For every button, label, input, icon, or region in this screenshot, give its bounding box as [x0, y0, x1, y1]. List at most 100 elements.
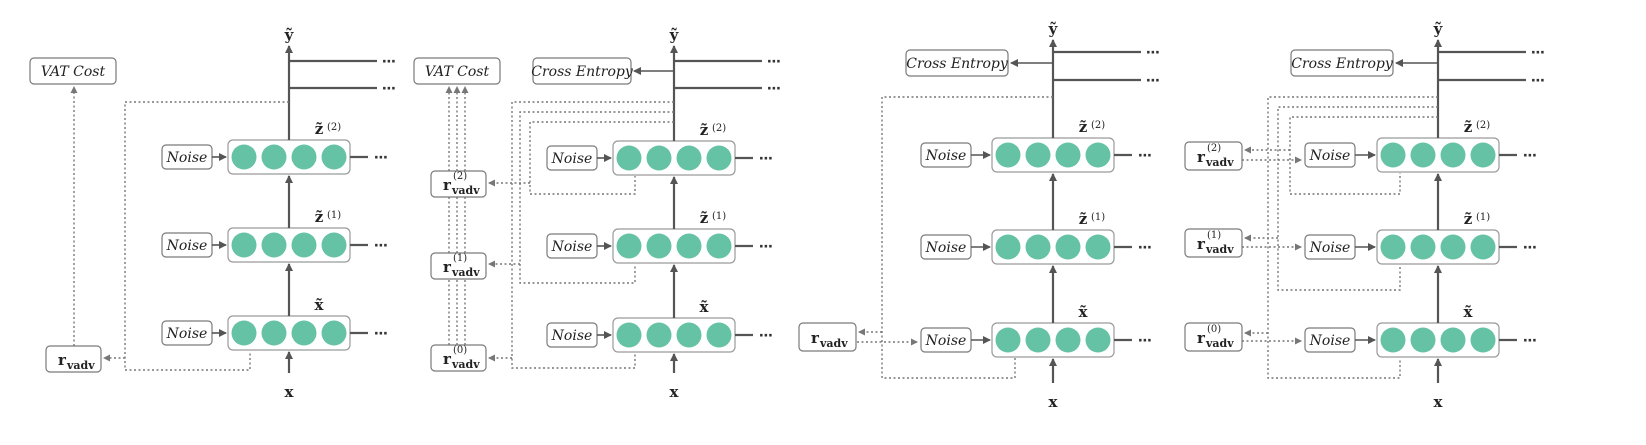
panel-2-r-vadv-0-subscript: vadv — [451, 358, 480, 371]
panel-3-input-label: x — [1049, 393, 1059, 411]
panel-2-r-vadv-2-subscript: vadv — [451, 184, 480, 197]
panel-1-noise-3-label: Noise — [166, 150, 208, 166]
panel-2-layer-1-node-2 — [646, 322, 672, 348]
panel-2-lateral-ellipsis-3: ⋯ — [759, 151, 773, 167]
panel-2-layer-3-node-1 — [616, 145, 642, 171]
panel-1-layer-2-node-1 — [231, 232, 257, 258]
panel-4-layer-3-node-4 — [1470, 142, 1496, 168]
panel-4-r-vadv-0-symbol: r — [1197, 329, 1206, 347]
panel-4-layer-1-node-2 — [1410, 327, 1436, 353]
panel-2-r-vadv-1-subscript: vadv — [451, 266, 480, 279]
panel-4-layer-2 — [1376, 229, 1500, 265]
panel-1-vat-cost: VAT Cost — [29, 57, 117, 85]
panel-1-layer-1-node-3 — [291, 320, 317, 346]
panel-1-output-label: ỹ — [284, 26, 295, 44]
panel-1-layer-3-node-1 — [231, 144, 257, 170]
panel-2-noise-2-label: Noise — [551, 239, 593, 255]
panel-4: xx̃⋯Noisez̃(1)⋯Noisez̃(2)⋯Noiseỹ⋯⋯Cross … — [1184, 20, 1545, 411]
panel-1-noise-2: Noise — [161, 232, 213, 258]
panel-4-layer-1-node-1 — [1380, 327, 1406, 353]
panel-1-vat-cost-label: VAT Cost — [41, 64, 106, 80]
panel-3-noise-2: Noise — [920, 234, 972, 260]
panel-1-layer-2-node-3 — [291, 232, 317, 258]
panel-3-layer-3-node-4 — [1085, 142, 1111, 168]
panel-2-layer-sup-2: (1) — [712, 211, 726, 222]
panel-2-vat-cost-box — [413, 57, 501, 85]
panel-4-layer-1-node-4 — [1470, 327, 1496, 353]
panel-3-layer-3-node-1 — [995, 142, 1021, 168]
panel-1-lateral-ellipsis-2: ⋯ — [374, 238, 388, 254]
panel-1-layer-1-node-1 — [231, 320, 257, 346]
panel-3-lateral-ellipsis-1: ⋯ — [1138, 333, 1152, 349]
panel-2-cross-entropy: Cross Entropy — [531, 57, 634, 85]
panel-4-r-vadv-2-box — [1184, 141, 1243, 171]
panel-1-layer-label-2: z̃ — [315, 208, 324, 226]
panel-4-layer-2-node-2 — [1410, 234, 1436, 260]
panel-1-layer-1-node-2 — [261, 320, 287, 346]
panel-4-r-vadv-0-subscript: vadv — [1205, 337, 1234, 350]
panel-3-noise-3-label: Noise — [925, 148, 967, 164]
panel-1-lateral-ellipsis-1: ⋯ — [374, 326, 388, 342]
panel-4-cross-entropy-box — [1290, 49, 1394, 77]
panel-2-layer-label-2: z̃ — [700, 209, 709, 227]
panel-4-layer-label-3: z̃ — [1464, 118, 1473, 136]
panel-1-noise-1-label: Noise — [166, 326, 208, 342]
panel-3-layer-1 — [991, 322, 1115, 358]
panel-3-lateral-ellipsis-3: ⋯ — [1138, 148, 1152, 164]
panel-2-r-vadv-1-box — [430, 252, 487, 280]
panel-1-layer-label-1: x̃ — [315, 296, 325, 314]
panel-1-layer-3-node-3 — [291, 144, 317, 170]
panel-1-layer-2-node-4 — [321, 232, 347, 258]
panel-4-cross-entropy: Cross Entropy — [1290, 49, 1394, 77]
panel-2-r-vadv-1-symbol: r — [443, 258, 452, 276]
panel-2-layer-2-node-1 — [616, 233, 642, 259]
panel-4-layer-2-node-1 — [1380, 234, 1406, 260]
panel-1-noise-1: Noise — [161, 320, 213, 346]
panel-3-lateral-ellipsis-2: ⋯ — [1138, 240, 1152, 256]
panel-1-layer-1 — [227, 315, 351, 351]
panel-4-layer-3-node-3 — [1440, 142, 1466, 168]
panel-4-r-vadv-1-symbol: r — [1197, 235, 1206, 253]
panel-2-noise-2: Noise — [546, 233, 598, 259]
panel-4-layer-2-node-3 — [1440, 234, 1466, 260]
panel-4-r-vadv-0-box — [1184, 322, 1243, 352]
panel-1-layer-sup-2: (1) — [327, 210, 341, 221]
panel-3-noise-1-label: Noise — [925, 333, 967, 349]
panel-4-noise-1-label: Noise — [1309, 333, 1351, 349]
panel-3-layer-2-node-3 — [1055, 234, 1081, 260]
panel-1-layer-2-node-2 — [261, 232, 287, 258]
panel-4-r-vadv-1-subscript: vadv — [1205, 243, 1234, 256]
panel-3-layer-sup-2: (1) — [1091, 212, 1105, 223]
panel-2-r-vadv-1-superscript: (1) — [453, 253, 467, 264]
panel-3-r-vadv-subscript: vadv — [819, 337, 848, 350]
panel-2-cross-entropy-box — [532, 57, 632, 85]
panel-2-layer-label-3: z̃ — [700, 121, 709, 139]
panel-3-top-ellipsis-1: ⋯ — [1146, 45, 1160, 61]
panel-4-r-vadv-2-subscript: vadv — [1205, 156, 1234, 169]
panel-2-layer-1-node-1 — [616, 322, 642, 348]
panel-4-lateral-ellipsis-1: ⋯ — [1523, 333, 1537, 349]
panel-3-layer-sup-3: (2) — [1091, 120, 1105, 131]
panel-2-layer-sup-3: (2) — [712, 123, 726, 134]
panel-1-dotted-loop — [124, 101, 289, 371]
panel-4-input-label: x — [1434, 393, 1444, 411]
panel-1-layer-label-3: z̃ — [315, 120, 324, 138]
panel-1-noise-3: Noise — [161, 144, 213, 170]
panel-3-layer-3-node-2 — [1025, 142, 1051, 168]
panel-4-layer-2-node-4 — [1470, 234, 1496, 260]
panel-4-layer-3-node-1 — [1380, 142, 1406, 168]
panel-3-top-ellipsis-2: ⋯ — [1146, 73, 1160, 89]
panel-4-layer-sup-3: (2) — [1476, 120, 1490, 131]
panel-4-r-vadv-1-box — [1184, 228, 1243, 258]
panel-3-layer-2 — [991, 229, 1115, 265]
panel-3: xx̃⋯Noisez̃(1)⋯Noisez̃(2)⋯Noiseỹ⋯⋯Cross … — [798, 20, 1160, 411]
panel-1-vat-cost-box — [29, 57, 117, 85]
panel-3-layer-label-3: z̃ — [1079, 118, 1088, 136]
panel-2-noise-1-label: Noise — [551, 328, 593, 344]
panel-1-layer-2 — [227, 227, 351, 263]
